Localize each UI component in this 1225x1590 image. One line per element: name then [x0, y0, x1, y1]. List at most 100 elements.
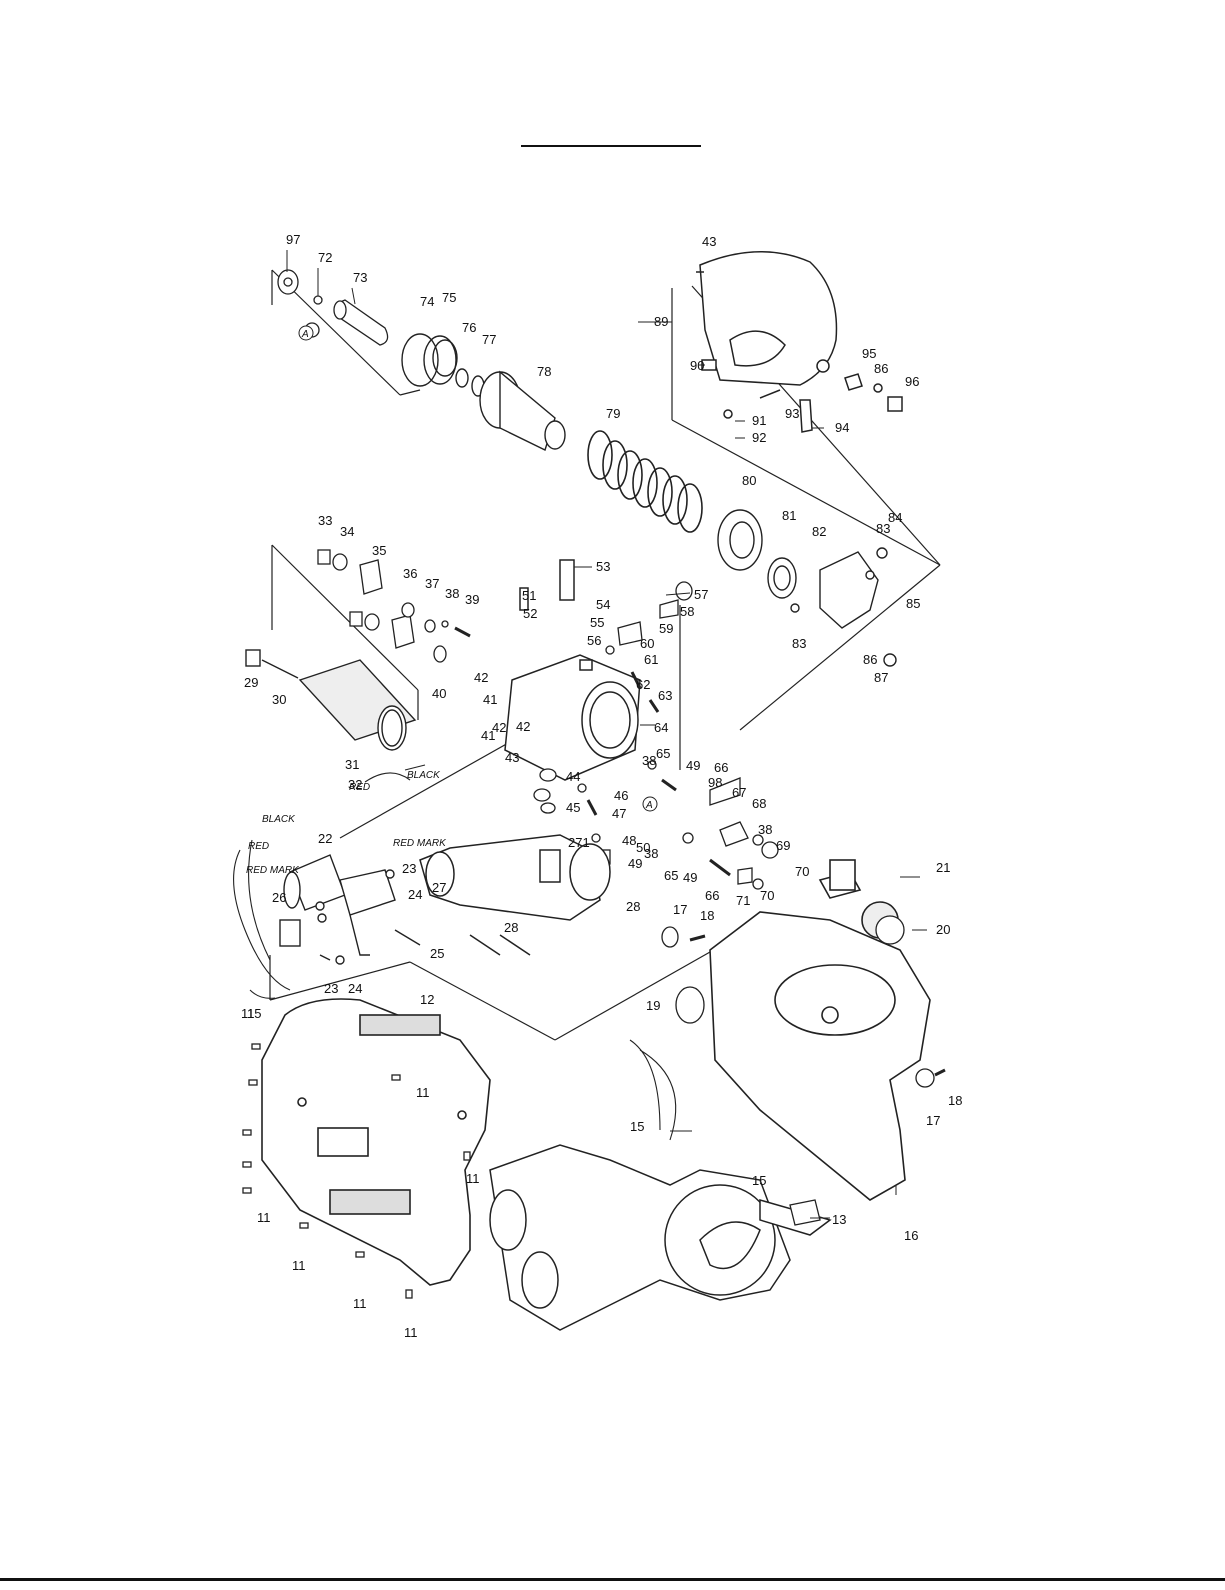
callout-93: 93: [785, 406, 799, 421]
wire-label-red-mark: RED MARK: [393, 838, 447, 849]
part-head-82: [790, 547, 897, 667]
callout-11: 11: [353, 1296, 367, 1311]
callout-38: 38: [644, 846, 658, 861]
callout-28: 28: [626, 899, 640, 914]
callout-26: 26: [272, 890, 286, 905]
callout-77: 77: [482, 332, 496, 347]
callout-52: 52: [523, 606, 537, 621]
callout-41: 41: [481, 728, 495, 743]
callout-22: 22: [318, 831, 332, 846]
callout-96: 96: [905, 374, 919, 389]
callout-36: 36: [403, 566, 417, 581]
callout-60: 60: [640, 636, 654, 651]
wire-label-red: RED: [248, 841, 269, 852]
callout-97: 97: [286, 232, 300, 247]
callout-38: 38: [758, 822, 772, 837]
callout-11: 11: [257, 1210, 271, 1225]
callout-70: 70: [795, 864, 809, 879]
part-housing-89: [696, 250, 903, 433]
callout-82: 82: [812, 524, 826, 539]
part-o-rings: [401, 333, 485, 397]
callout-63: 63: [658, 688, 672, 703]
callout-32: 32: [348, 777, 362, 792]
callout-65: 65: [656, 746, 670, 761]
callout-25: 25: [430, 946, 444, 961]
callout-62: 62: [636, 677, 650, 692]
callout-95: 95: [862, 346, 876, 361]
part-housing-12: [261, 998, 491, 1286]
callout-33: 33: [318, 513, 332, 528]
callout-81: 81: [782, 508, 796, 523]
callout-51: 51: [522, 588, 536, 603]
callout-69: 69: [776, 838, 790, 853]
callout-24: 24: [348, 981, 362, 996]
reference-mark-label: A: [645, 800, 653, 811]
callout-11: 11: [292, 1258, 306, 1273]
callout-70: 70: [760, 888, 774, 903]
callout-18: 18: [700, 908, 714, 923]
part-armature-31: [245, 649, 417, 751]
callout-42: 42: [474, 670, 488, 685]
callout-75: 75: [442, 290, 456, 305]
part-cylinder-78: [479, 370, 566, 451]
callout-83: 83: [876, 521, 890, 536]
callout-56: 56: [587, 633, 601, 648]
callout-53: 53: [596, 559, 610, 574]
callout-17: 17: [673, 902, 687, 917]
callout-49: 49: [683, 870, 697, 885]
callout-11: 11: [466, 1171, 480, 1186]
callout-66: 66: [714, 760, 728, 775]
part-motor-22: [279, 854, 421, 965]
callout-31: 31: [345, 757, 359, 772]
callout-42: 42: [516, 719, 530, 734]
callout-24: 24: [408, 887, 422, 902]
callout-42: 42: [492, 720, 506, 735]
callout-65: 65: [664, 868, 678, 883]
callout-73: 73: [353, 270, 367, 285]
callout-71: 71: [736, 893, 750, 908]
callout-17: 17: [926, 1113, 940, 1128]
callout-23: 23: [324, 981, 338, 996]
callout-35: 35: [372, 543, 386, 558]
page-bottom-rule: [0, 1578, 1225, 1581]
callout-59: 59: [659, 621, 673, 636]
callout-20: 20: [936, 922, 950, 937]
callout-87: 87: [874, 670, 888, 685]
callout-11: 11: [416, 1085, 430, 1100]
callout-64: 64: [654, 720, 668, 735]
part-washers-80-81: [717, 509, 797, 599]
part-brush-holders: [317, 549, 471, 663]
callout-18: 18: [948, 1093, 962, 1108]
callout-271: 271: [568, 835, 590, 850]
leader-lines: [286, 250, 927, 1219]
part-housing-16: [709, 859, 931, 1201]
callout-49: 49: [628, 856, 642, 871]
callout-19: 19: [646, 998, 660, 1013]
callout-55: 55: [590, 615, 604, 630]
part-wiring: [233, 764, 677, 1141]
callout-49: 49: [686, 758, 700, 773]
callout-83: 83: [792, 636, 806, 651]
callout-34: 34: [340, 524, 354, 539]
part-screws-11: [242, 1043, 471, 1299]
reference-mark-circle: [642, 796, 658, 812]
callout-74: 74: [420, 294, 434, 309]
callout-11: 11: [404, 1325, 418, 1340]
part-shaft-assembly: [277, 269, 389, 346]
callout-27: 27: [432, 880, 446, 895]
callout-94: 94: [835, 420, 849, 435]
callout-80: 80: [742, 473, 756, 488]
callout-43: 43: [505, 750, 519, 765]
callout-15: 15: [752, 1173, 766, 1188]
wire-label-red: RED: [349, 782, 370, 793]
callout-41: 41: [483, 692, 497, 707]
callout-11: 11: [241, 1006, 255, 1021]
callout-78: 78: [537, 364, 551, 379]
callout-58: 58: [680, 604, 694, 619]
callout-21: 21: [936, 860, 950, 875]
callout-85: 85: [906, 596, 920, 611]
callout-37: 37: [425, 576, 439, 591]
